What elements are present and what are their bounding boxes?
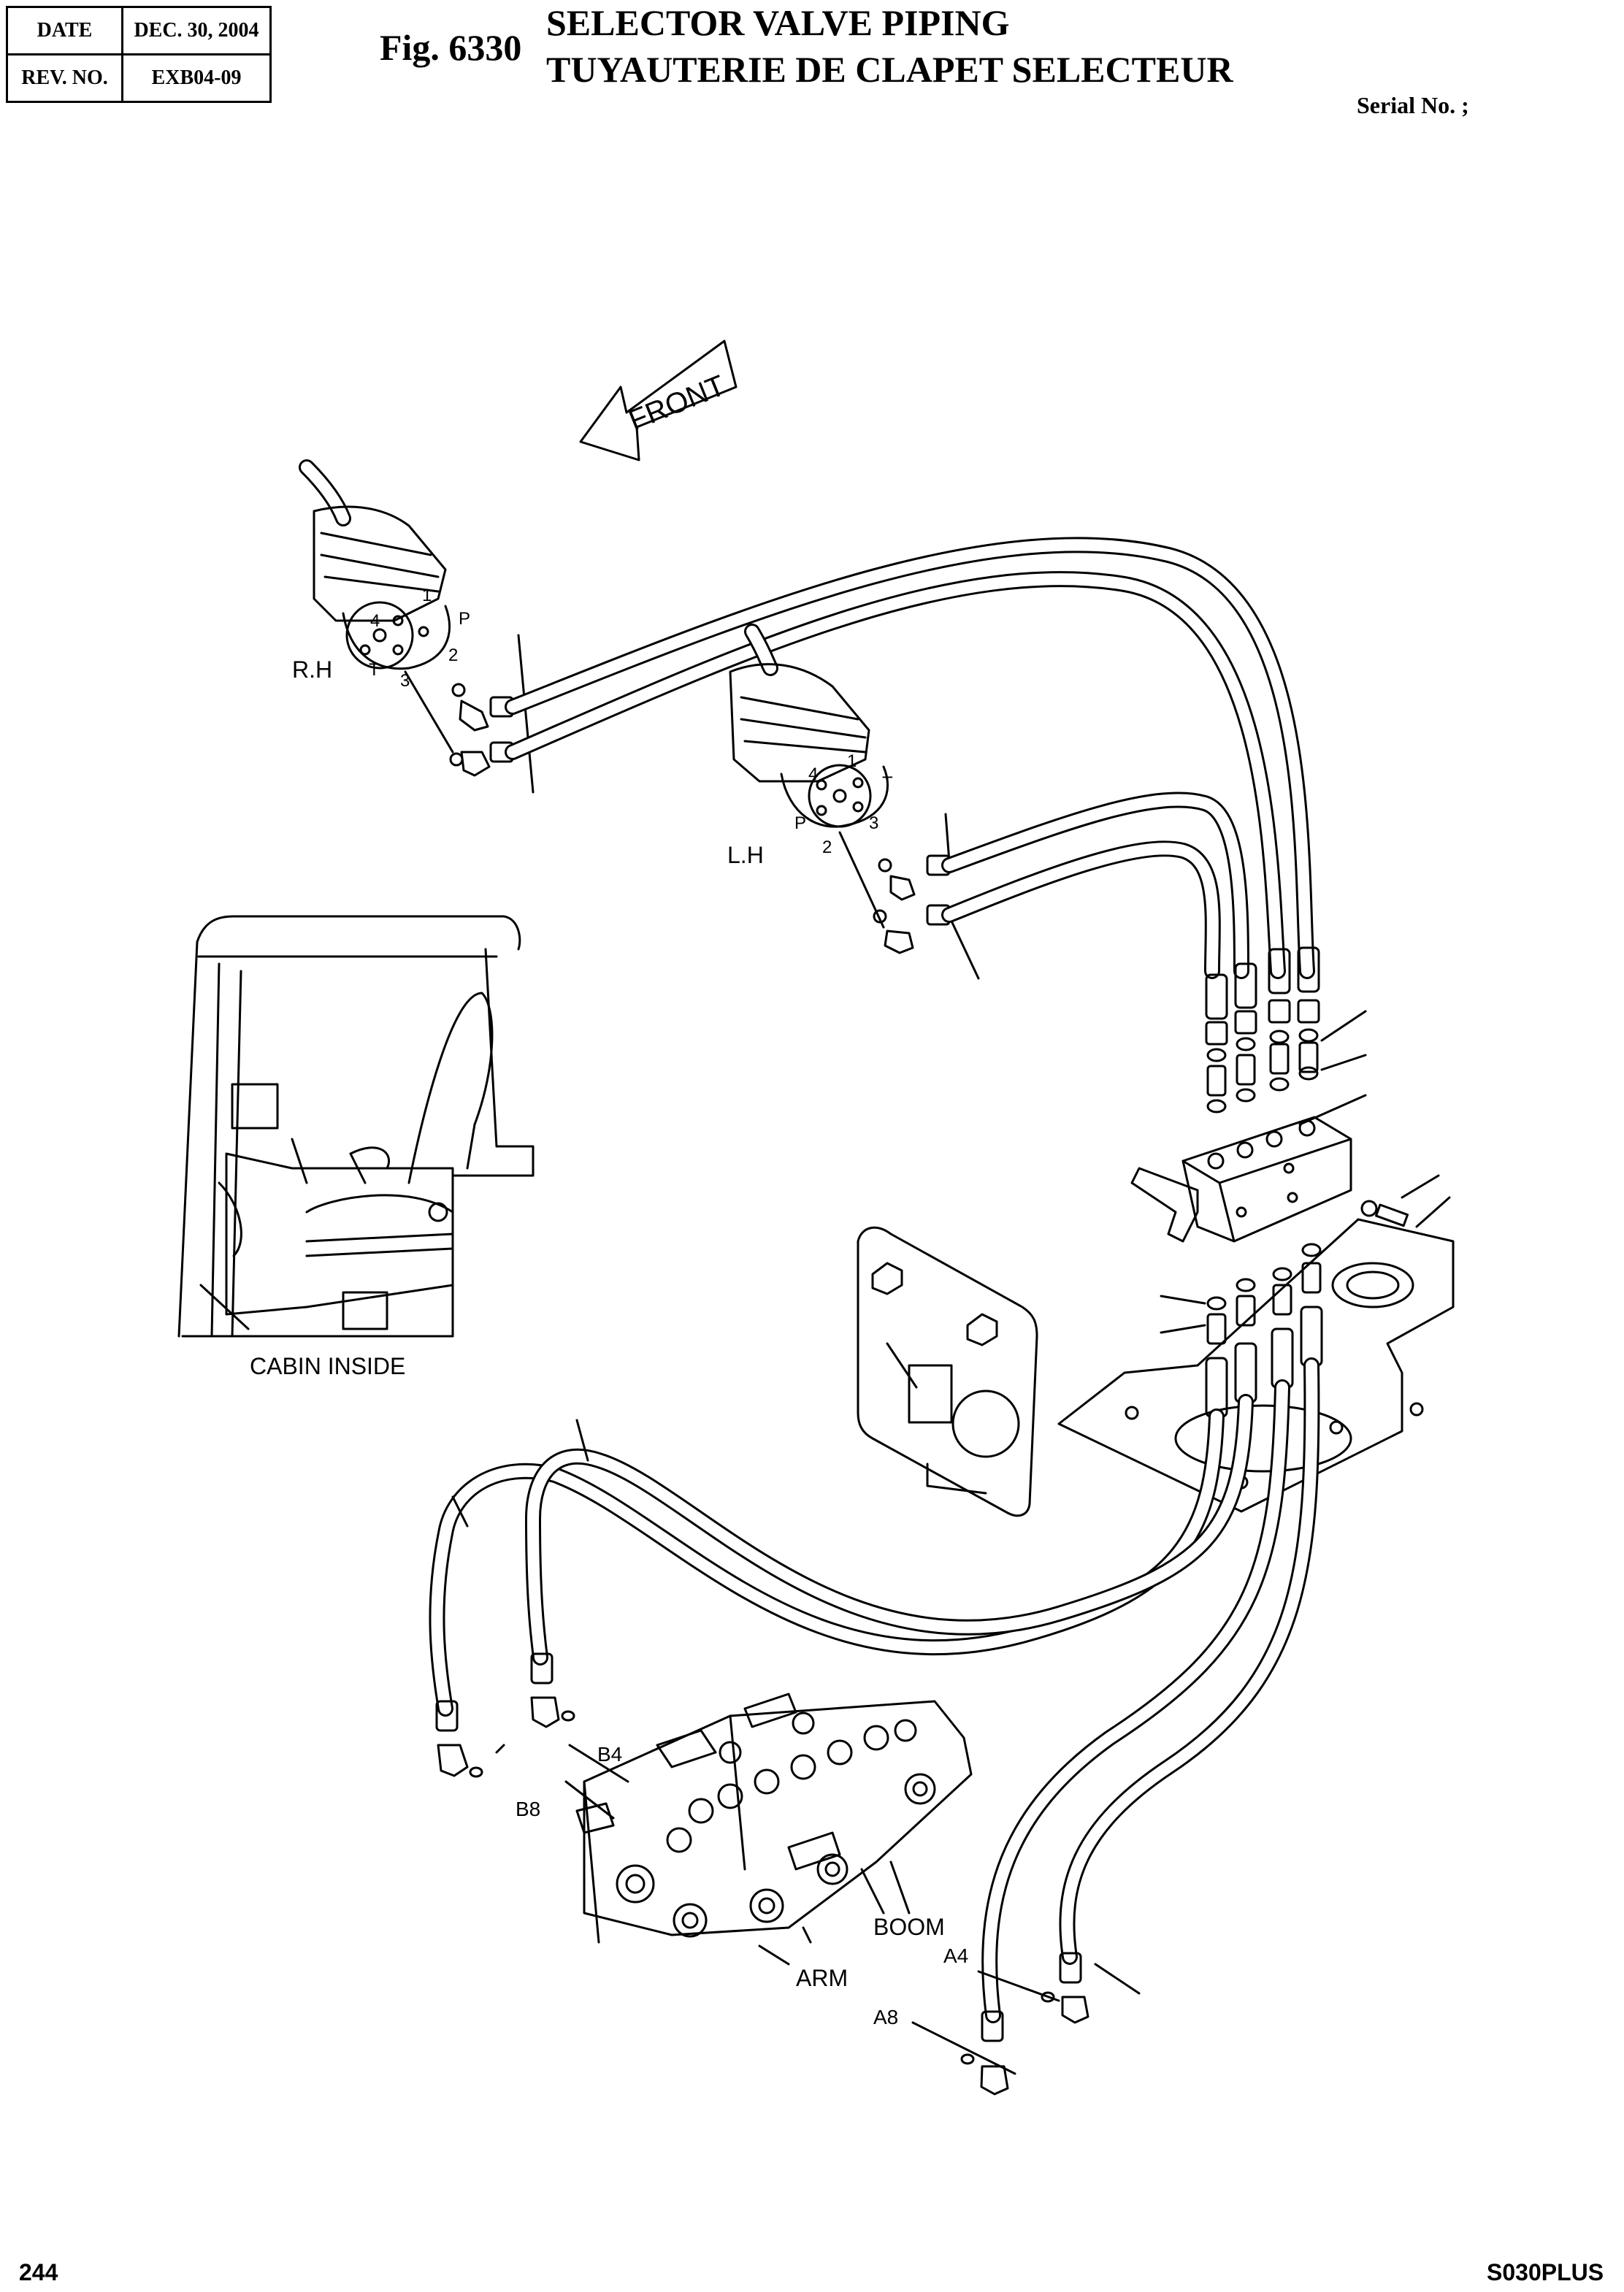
port-a8-label: A8 [873,2006,898,2028]
upper-fittings [1205,946,1367,1114]
lh-label: L.H [727,842,764,868]
front-label: FRONT [624,369,729,437]
rh-port-1: 1 [422,586,432,605]
decal-panel [857,1226,1038,1517]
page-number: 244 [19,2259,58,2285]
arm-label: ARM [796,1965,848,1991]
front-arrow: FRONT [579,340,738,461]
lower-fittings [1160,1243,1414,1418]
main-control-valve: B4 B8 BOOM ARM A4 A8 [495,1693,1141,2075]
date-value: DEC. 30, 2004 [121,6,272,55]
serial-number: Serial No. ; [1357,92,1469,118]
rh-port-t: T [369,660,380,680]
lh-hoses [941,792,1249,979]
lh-port-t: T [882,773,893,793]
rh-port-p: P [459,609,470,629]
rh-hoses [505,537,1315,979]
lh-port-1: 1 [847,751,857,771]
rh-joystick: 1 2 3 4 P T R.H [292,459,535,794]
rh-port-2: 2 [448,645,458,665]
port-b8-label: B8 [516,1798,540,1820]
figure-number: Fig. 6330 [380,27,522,68]
port-b4-label: B4 [597,1743,622,1766]
revision-table: DATE DEC. 30, 2004 REV. NO. EXB04-09 [6,6,272,103]
boom-label: BOOM [873,1914,945,1940]
lh-port-3: 3 [869,813,878,833]
rh-port-3: 3 [400,671,410,691]
title-french: TUYAUTERIE DE CLAPET SELECTEUR [546,49,1233,90]
cabin-inside-view: CABIN INSIDE [177,915,535,1379]
rev-label: REV. NO. [6,53,123,103]
rh-label: R.H [292,656,332,683]
model-name: S030PLUS [1487,2259,1604,2285]
rev-value: EXB04-09 [121,53,272,103]
lh-joystick: 1 2 3 4 P T L.H [727,624,980,980]
date-label: DATE [6,6,123,55]
lower-hoses [429,1357,1320,2096]
cabin-inside-label: CABIN INSIDE [250,1353,405,1379]
port-a4-label: A4 [943,1944,968,1967]
lh-port-p: P [794,813,806,833]
lh-port-2: 2 [822,838,832,857]
selector-valve [1130,1094,1451,1243]
title-english: SELECTOR VALVE PIPING [546,2,1010,43]
lh-port-4: 4 [808,764,818,784]
rh-port-4: 4 [370,611,380,631]
